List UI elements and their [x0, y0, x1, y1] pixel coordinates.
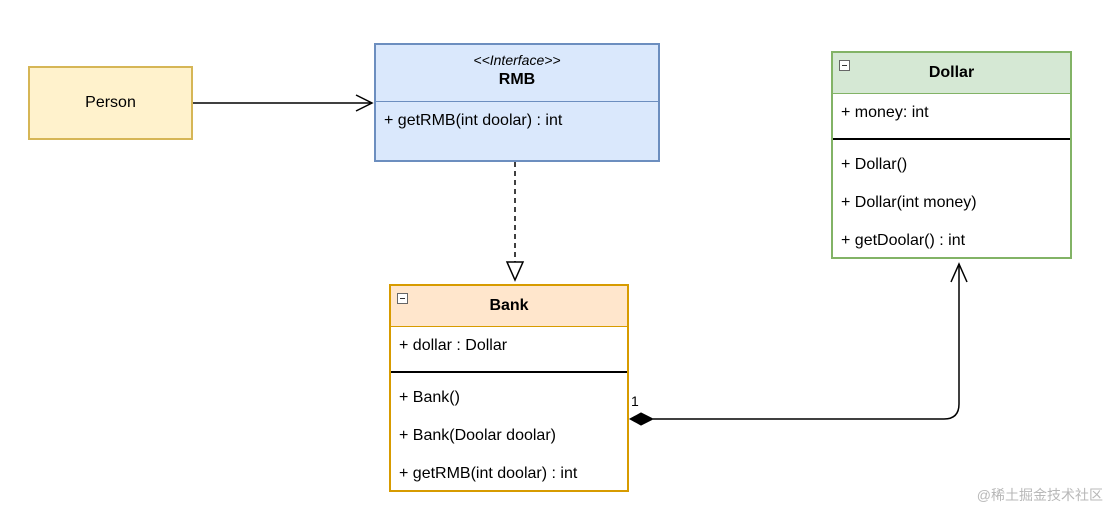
rmb-stereotype: <<Interface>>	[473, 52, 561, 68]
dollar-header: Dollar	[833, 53, 1070, 94]
realization-arrowhead	[505, 261, 525, 282]
bank-divider	[391, 371, 627, 373]
bank-method: + Bank(Doolar doolar)	[399, 427, 556, 444]
bank-class[interactable]: Bank + dollar : Dollar + Bank() + Bank(D…	[389, 284, 629, 492]
composition-arrowhead	[950, 262, 968, 283]
composition-diamond	[628, 412, 655, 426]
rmb-interface[interactable]: <<Interface>> RMB + getRMB(int doolar) :…	[374, 43, 660, 162]
composition-line	[653, 264, 960, 420]
composition-multiplicity: 1	[631, 393, 639, 409]
collapse-icon[interactable]	[839, 60, 850, 71]
person-actor[interactable]: Person	[28, 66, 193, 140]
watermark: @稀土掘金技术社区	[976, 487, 1103, 503]
rmb-header: <<Interface>> RMB	[376, 45, 658, 102]
bank-method: + Bank()	[399, 389, 460, 406]
rmb-name: RMB	[498, 71, 536, 88]
dollar-method: + Dollar()	[841, 156, 908, 173]
collapse-icon[interactable]	[397, 293, 408, 304]
bank-header: Bank	[391, 286, 627, 327]
person-label: Person	[85, 94, 136, 111]
bank-method: + getRMB(int doolar) : int	[399, 465, 578, 482]
dollar-class[interactable]: Dollar + money: int + Dollar() + Dollar(…	[831, 51, 1072, 259]
association-arrowhead	[355, 94, 374, 112]
bank-name: Bank	[489, 297, 529, 314]
dollar-method: + getDoolar() : int	[841, 232, 966, 249]
dollar-name: Dollar	[928, 64, 975, 81]
dollar-field: + money: int	[841, 104, 929, 121]
dollar-divider	[833, 138, 1070, 140]
rmb-method: + getRMB(int doolar) : int	[384, 112, 563, 129]
bank-field: + dollar : Dollar	[399, 337, 508, 354]
dollar-method: + Dollar(int money)	[841, 194, 977, 211]
